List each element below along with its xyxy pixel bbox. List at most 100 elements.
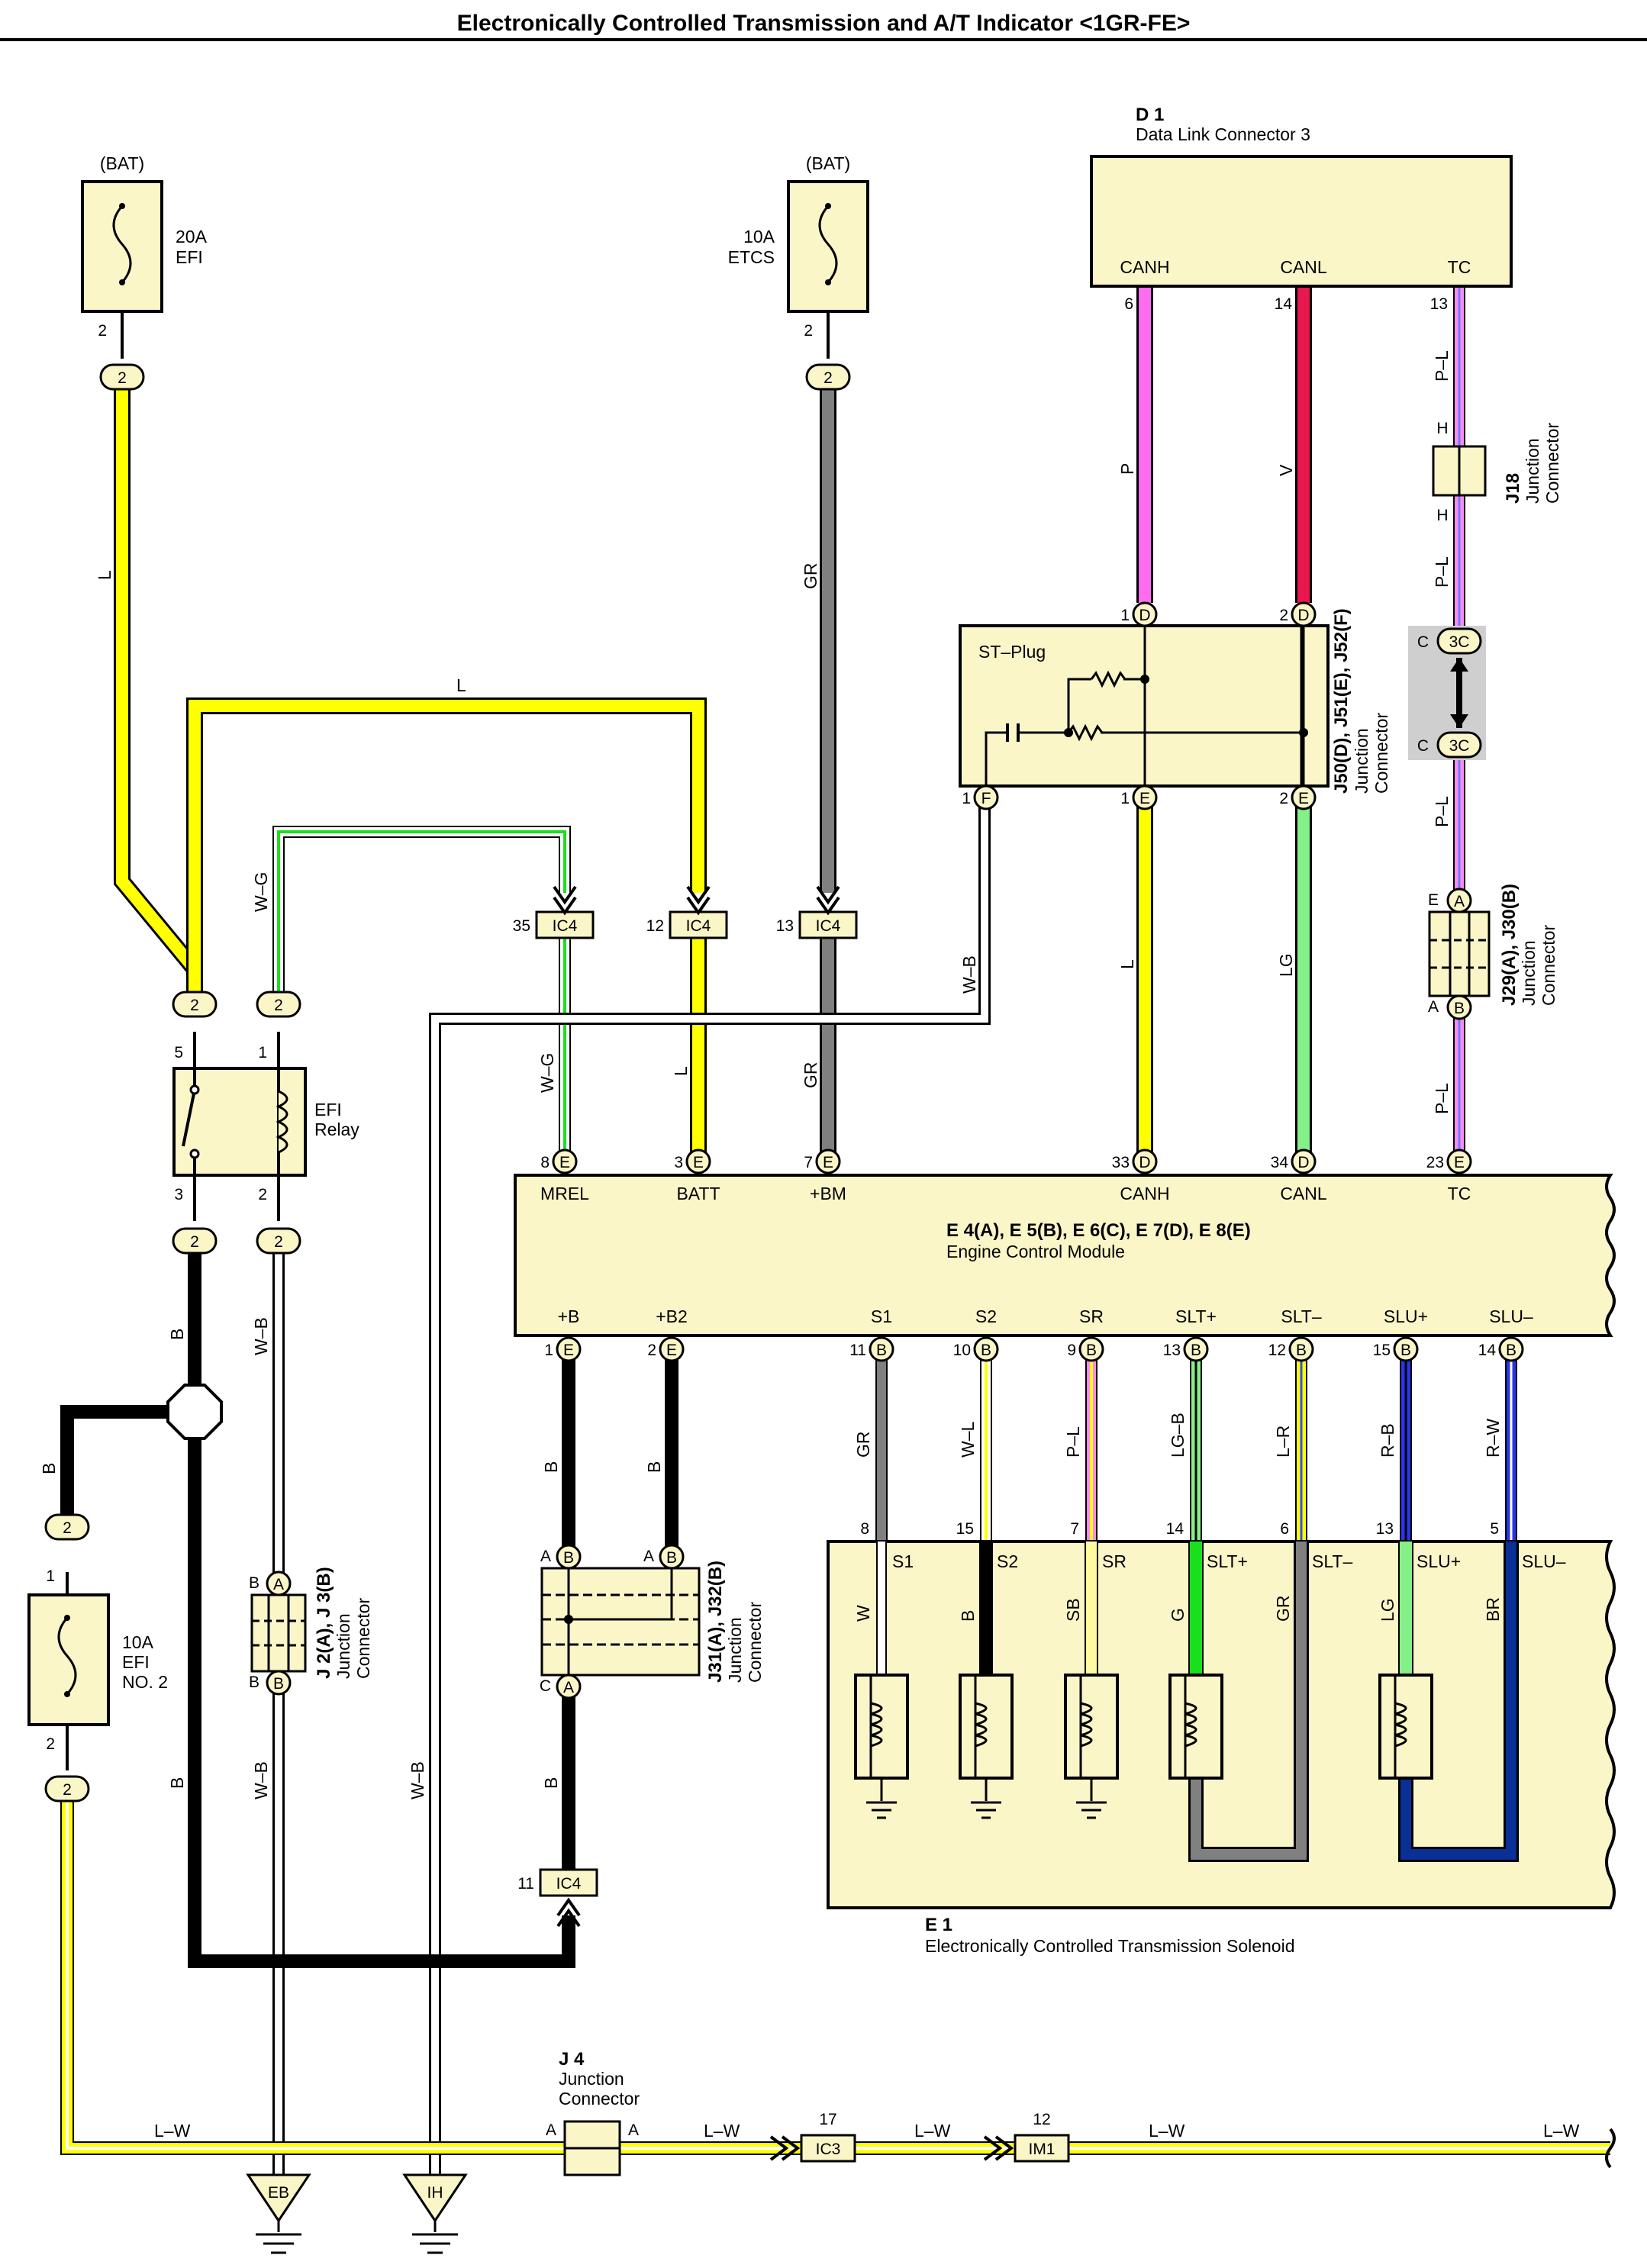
svg-text:B: B: [1454, 1000, 1465, 1017]
svg-text:B: B: [39, 1463, 59, 1474]
ecm-bottom-pin-label: SLT+: [1175, 1306, 1217, 1326]
solenoid-coil: [959, 1674, 1014, 1819]
svg-text:P–L: P–L: [1432, 796, 1452, 827]
svg-text:2: 2: [63, 1519, 72, 1537]
solenoid-pin-num: 13: [1376, 1520, 1394, 1538]
ecm-top-pin-label: CANL: [1280, 1184, 1327, 1203]
svg-text:IM1: IM1: [1028, 2141, 1055, 2158]
ecm-bottom-pins: E1+BE2+B2B11S1GRB10S2W–LB9SRP–LB13SLT+LG…: [544, 1306, 1533, 1458]
svg-text:L: L: [95, 570, 114, 580]
ecm-top-pin-label: CANH: [1120, 1184, 1169, 1203]
page-title: Electronically Controlled Transmission a…: [457, 11, 1191, 36]
fuse-efi-source: (BAT): [100, 153, 144, 173]
svg-text:L: L: [1117, 959, 1137, 969]
svg-text:D: D: [1139, 1154, 1150, 1171]
svg-text:2: 2: [274, 997, 283, 1014]
conn-efino2-top: 2: [44, 1513, 90, 1541]
j29-id: J29(A), J30(B): [1499, 884, 1520, 1006]
svg-text:E: E: [1454, 1154, 1465, 1171]
svg-text:B: B: [1400, 1342, 1411, 1359]
solenoid-pin-label: S2: [997, 1551, 1018, 1571]
conn-efi-2: 2: [99, 363, 145, 391]
fuse-efi-rating: 20A: [176, 227, 208, 246]
ecm-bottom-pin-label: S2: [975, 1306, 997, 1326]
svg-text:B: B: [249, 1574, 259, 1592]
svg-text:Junction: Junction: [1523, 438, 1542, 504]
svg-text:L: L: [671, 1066, 691, 1076]
svg-text:E: E: [693, 1154, 704, 1171]
solenoid-coils: 8S1W15S2B7SRSB14SLT+G6SLT–GR13SLU+LG5SLU…: [853, 1520, 1566, 1862]
svg-text:GR: GR: [801, 1062, 820, 1089]
st-pin-e1: E: [1132, 784, 1158, 810]
wire-WB-ih-w: [431, 801, 988, 2175]
svg-text:2: 2: [824, 369, 833, 387]
ecm-top-pin-label: TC: [1448, 1184, 1471, 1203]
solenoid-wire-label: LG: [1378, 1598, 1397, 1622]
solenoid-wire-label: W: [853, 1605, 873, 1622]
ecm-bottom-pin-8: B: [1498, 1336, 1524, 1362]
wire-L-loop-core: [189, 700, 704, 992]
j2-id: J 2(A), J 3(B): [314, 1567, 334, 1679]
ic3-connector: IC3 17: [769, 2111, 856, 2163]
st-pin-f1: F: [973, 784, 999, 810]
svg-text:P: P: [1117, 463, 1137, 475]
svg-text:B: B: [541, 1777, 561, 1789]
svg-text:Connector: Connector: [1542, 423, 1562, 504]
fuse-etcs-rating: 10A: [743, 227, 775, 246]
solenoid-coil: [1378, 1674, 1433, 1780]
svg-text:2: 2: [274, 1233, 283, 1251]
ecm-id: E 4(A), E 5(B), E 6(C), E 7(D), E 8(E): [946, 1220, 1251, 1241]
svg-text:A: A: [1454, 893, 1465, 910]
svg-text:GR: GR: [801, 563, 820, 590]
solenoid-wire-label: GR: [1273, 1596, 1293, 1622]
svg-text:5: 5: [174, 1044, 183, 1062]
svg-text:D: D: [1139, 607, 1150, 624]
svg-text:LG: LG: [1276, 953, 1296, 977]
solenoid-pin-label: S1: [892, 1551, 914, 1571]
j31-j32-connector: B B A A A C J31(A), J32(B) Junction Conn…: [540, 1544, 765, 1699]
svg-text:IC3: IC3: [816, 2141, 841, 2158]
ecm-bottom-pin-num: 13: [1163, 1342, 1181, 1359]
st-plug: ST–Plug J50(D), J51(E), J52(F) Junction …: [959, 608, 1391, 794]
ecm-top-pin-num: 33: [1112, 1154, 1130, 1171]
fuse-efi-name: EFI: [176, 247, 203, 267]
j2-j3-connector: A B B B J 2(A), J 3(B) Junction Connecto…: [249, 1567, 373, 1696]
transmission-solenoid: 8S1W15S2B7SRSB14SLT+G6SLT–GR13SLU+LG5SLU…: [827, 1520, 1616, 1956]
ground-ih: IH: [402, 2173, 468, 2254]
ecm-bottom-pin-label: +B: [558, 1306, 580, 1326]
j18-id: J18: [1503, 473, 1523, 504]
svg-text:C: C: [1417, 737, 1429, 755]
conn-relay-3: 2: [172, 1227, 218, 1255]
solenoid-pin-label: SR: [1102, 1551, 1126, 1571]
ecm-bottom-pin-1: E: [659, 1336, 685, 1362]
svg-text:14: 14: [1275, 295, 1293, 313]
ecm-bottom-pin-0: E: [556, 1336, 582, 1362]
svg-text:L–W: L–W: [914, 2121, 951, 2141]
solenoid-wire-label: SB: [1063, 1598, 1083, 1622]
ecm-bottom-pin-3: B: [973, 1336, 999, 1362]
ecm-top-pin-0: E: [552, 1148, 578, 1174]
svg-text:W–G: W–G: [251, 872, 271, 912]
conn-relay-1: 2: [256, 991, 301, 1018]
wire-WG-w: [274, 827, 569, 992]
st-pin-d2: D: [1291, 601, 1317, 627]
ecm-top-pin-num: 34: [1271, 1154, 1289, 1171]
svg-text:1: 1: [1120, 607, 1130, 624]
fuse-efi-no2-pin-bot: 2: [46, 1735, 55, 1753]
fuse-etcs: (BAT) 10A ETCS 2: [728, 153, 869, 359]
im1-connector: IM1 12: [983, 2111, 1070, 2163]
svg-text:B: B: [666, 1549, 677, 1567]
svg-text:E: E: [1428, 891, 1439, 909]
ic4-35: IC4 35: [513, 885, 595, 939]
data-link-connector: D 1 Data Link Connector 3 CANH CANL TC 6…: [1090, 105, 1513, 313]
solenoid-pin-num: 7: [1070, 1520, 1079, 1538]
svg-text:W–G: W–G: [537, 1053, 557, 1093]
ecm-bottom-pin-num: 2: [647, 1342, 656, 1359]
svg-text:W–B: W–B: [251, 1317, 271, 1355]
svg-text:IC4: IC4: [686, 917, 711, 935]
solenoid-pin-label: SLU+: [1417, 1551, 1461, 1571]
relay-name2: Relay: [314, 1120, 359, 1139]
svg-text:2: 2: [63, 1781, 72, 1799]
